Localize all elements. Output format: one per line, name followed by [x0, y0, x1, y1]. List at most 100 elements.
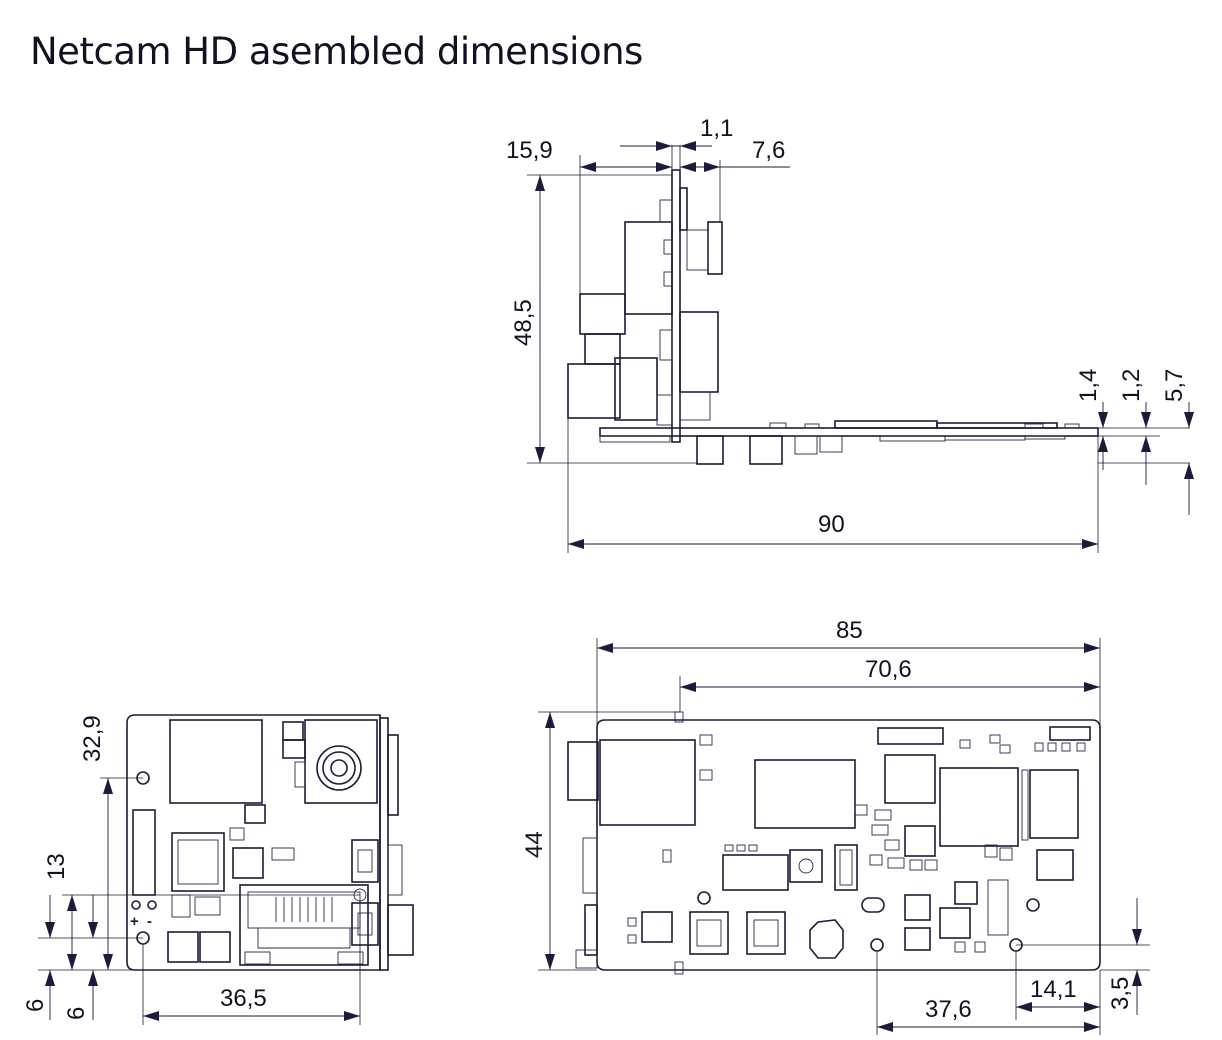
dim-5-7: 5,7 [1161, 369, 1188, 402]
top-chip [954, 881, 978, 905]
power-pin-minus [147, 900, 157, 910]
smd-part [1061, 742, 1071, 752]
dim-85: 85 [836, 617, 863, 644]
top-strip [877, 727, 944, 745]
smd-part [974, 941, 986, 953]
smd-part [999, 847, 1013, 861]
jack-housing [614, 357, 658, 421]
front-chip [169, 719, 263, 804]
smd-part [884, 839, 900, 851]
dim-36-5: 36,5 [220, 985, 267, 1012]
dim-37-6: 37,6 [925, 996, 972, 1023]
usb-connector-inner [357, 849, 373, 873]
front-part [229, 827, 245, 841]
dim-44: 44 [521, 831, 548, 858]
board-chip [1024, 423, 1044, 429]
jack-body [567, 363, 621, 419]
dim-6-b: 6 [63, 1007, 90, 1020]
smd-array [1021, 769, 1029, 841]
dim-90: 90 [818, 511, 845, 538]
push-button-cap [798, 858, 814, 874]
ethernet-pins [275, 897, 333, 922]
front-connector-left [132, 809, 156, 896]
inductor [809, 919, 844, 959]
top-side-part [584, 904, 598, 956]
side-view: 15,9 1,1 7,6 48,5 90 1,4 1,2 [506, 115, 1194, 553]
smd-part [959, 739, 971, 749]
vertical-board [671, 169, 681, 443]
front-side-strip [379, 717, 389, 971]
dim-13: 13 [43, 853, 70, 880]
bottom-connector [696, 435, 724, 465]
page-title: Netcam HD asembled dimensions [30, 30, 643, 73]
terminal-block [167, 931, 199, 963]
smd-part [699, 734, 713, 746]
top-chip [904, 825, 936, 857]
smd-part [627, 934, 637, 944]
lens-ring [322, 751, 356, 785]
ethernet-jack [239, 884, 369, 966]
dim-48-5: 48,5 [510, 299, 537, 346]
front-side-part [387, 904, 414, 956]
dim-7-6: 7,6 [752, 137, 785, 164]
board-chip [1064, 423, 1080, 429]
bottom-part [599, 435, 671, 443]
smd-part [1034, 742, 1044, 752]
front-part [282, 721, 304, 741]
top-chip [754, 759, 856, 829]
smd-part [724, 844, 734, 852]
front-part [294, 761, 306, 788]
slot-hole [861, 897, 885, 913]
front-chip-inner [177, 839, 219, 885]
pin-header-inner [696, 919, 722, 947]
front-view: + - 32,9 13 6 6 36,5 [22, 714, 414, 1025]
right-part [686, 229, 709, 271]
top-side-part [575, 949, 598, 969]
front-chip [171, 832, 225, 892]
lens-core [330, 759, 348, 777]
minus-label: - [147, 913, 152, 930]
smd-part [954, 941, 966, 953]
smd-part [854, 804, 868, 816]
board-chip [936, 422, 1058, 429]
side-part [659, 329, 673, 361]
top-chip [641, 911, 673, 943]
smd-part [871, 824, 889, 836]
top-chip [939, 907, 971, 939]
ffc-connector-inner [839, 849, 853, 886]
lens-mount [304, 719, 378, 804]
dim-70-6: 70,6 [865, 656, 912, 683]
smd-part [909, 859, 923, 871]
smd-array [987, 879, 1009, 936]
smd-part [874, 809, 892, 821]
side-part [656, 394, 673, 426]
top-view: 85 70,6 44 37,6 14,1 3,5 [521, 617, 1150, 1035]
lens-outer [316, 745, 362, 791]
lens-holder-upper [579, 293, 626, 335]
pin-header [746, 911, 786, 955]
bottom-part [819, 435, 843, 453]
push-button [789, 849, 823, 883]
smd-part [736, 844, 746, 852]
top-chip [904, 927, 931, 951]
front-part [282, 739, 306, 759]
smd-part [699, 769, 713, 781]
smd-part [662, 849, 672, 863]
smd-part [989, 734, 1001, 744]
dim-1-1: 1,1 [700, 115, 733, 142]
smd-part [627, 917, 637, 927]
right-part [679, 187, 688, 231]
board-edge-tab [674, 961, 684, 975]
ffc-connector [834, 844, 858, 891]
smd-part [999, 744, 1011, 754]
usb-connector-inner [357, 912, 373, 936]
side-part [663, 239, 673, 255]
power-pin-plus [131, 900, 141, 910]
mount-hole [697, 891, 711, 905]
usb-connector [351, 839, 379, 883]
front-part [232, 847, 264, 879]
dim-1-2: 1,2 [1118, 369, 1145, 402]
mount-hole [870, 938, 884, 952]
soc-chip [939, 767, 1019, 847]
